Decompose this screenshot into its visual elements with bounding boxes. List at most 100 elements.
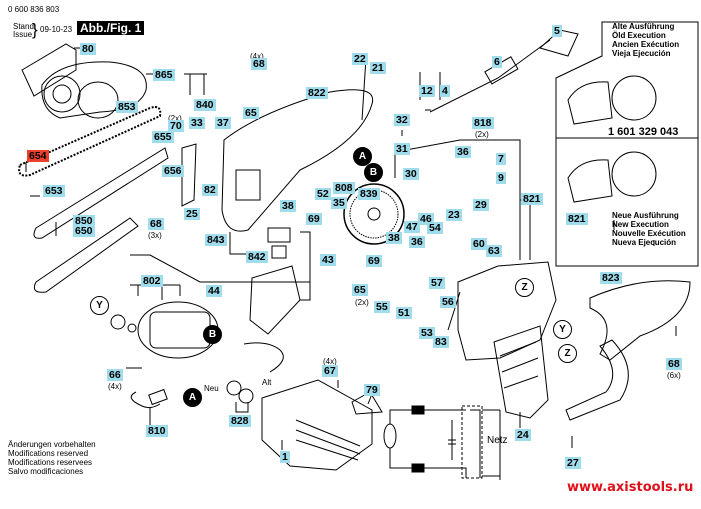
part-label-66[interactable]: 66 bbox=[107, 369, 123, 381]
part-label-5[interactable]: 5 bbox=[552, 25, 562, 37]
part-label-12[interactable]: 12 bbox=[419, 85, 435, 97]
tensioner-plate bbox=[181, 143, 197, 207]
part-label-865[interactable]: 865 bbox=[153, 69, 175, 81]
part-label-69[interactable]: 69 bbox=[306, 213, 322, 225]
part-label-37[interactable]: 37 bbox=[215, 117, 231, 129]
power-cable bbox=[429, 39, 551, 113]
part-label-818[interactable]: 818 bbox=[472, 117, 494, 129]
part-number: 0 600 836 803 bbox=[8, 5, 60, 14]
part-label-63[interactable]: 63 bbox=[486, 245, 502, 257]
part-label-65[interactable]: 65 bbox=[243, 107, 259, 119]
part-label-68-3x[interactable]: 68 bbox=[148, 218, 164, 230]
main-housing bbox=[221, 89, 374, 232]
part-label-56[interactable]: 56 bbox=[440, 296, 456, 308]
part-label-23[interactable]: 23 bbox=[446, 209, 462, 221]
note-fr: Modifications reservees bbox=[8, 458, 93, 467]
part-label-68-6x[interactable]: 68 bbox=[666, 358, 682, 370]
part-label-1[interactable]: 1 bbox=[280, 451, 290, 463]
part-label-7[interactable]: 7 bbox=[496, 153, 506, 165]
part-label-44[interactable]: 44 bbox=[206, 285, 222, 297]
part-label-802[interactable]: 802 bbox=[141, 275, 163, 287]
part-label-822[interactable]: 822 bbox=[306, 87, 328, 99]
part-label-65-2x[interactable]: 65 bbox=[352, 284, 368, 296]
part-label-70[interactable]: 70 bbox=[168, 120, 184, 132]
part-label-821-inset[interactable]: 821 bbox=[566, 213, 588, 225]
part-label-36[interactable]: 36 bbox=[455, 146, 471, 158]
part-label-6[interactable]: 6 bbox=[492, 56, 502, 68]
part-label-68-4x[interactable]: 68 bbox=[251, 58, 267, 70]
part-label-650[interactable]: 650 bbox=[73, 225, 95, 237]
part-label-31[interactable]: 31 bbox=[394, 143, 410, 155]
part-label-9[interactable]: 9 bbox=[496, 172, 506, 184]
part-label-83[interactable]: 83 bbox=[433, 336, 449, 348]
part-label-67[interactable]: 67 bbox=[322, 365, 338, 377]
quantity-6x: (6x) bbox=[667, 371, 681, 380]
part-label-51[interactable]: 51 bbox=[396, 307, 412, 319]
issue-date: 09-10-23 bbox=[40, 25, 73, 34]
part-label-82[interactable]: 82 bbox=[202, 184, 218, 196]
quantity-2x-65: (2x) bbox=[355, 298, 369, 307]
part-label-840[interactable]: 840 bbox=[194, 99, 216, 111]
part-label-36-b[interactable]: 36 bbox=[409, 236, 425, 248]
oil-cap bbox=[267, 227, 291, 243]
handle-tube bbox=[565, 339, 629, 421]
part-label-654[interactable]: 654 bbox=[27, 150, 49, 162]
part-label-25[interactable]: 25 bbox=[184, 208, 200, 220]
callout-y-cover: Y bbox=[553, 320, 572, 339]
quantity-4x-68: (4x) bbox=[250, 52, 264, 61]
part-label-653[interactable]: 653 bbox=[43, 185, 65, 197]
part-label-57[interactable]: 57 bbox=[429, 277, 445, 289]
part-label-43[interactable]: 43 bbox=[320, 254, 336, 266]
neu-label: Neu bbox=[204, 384, 219, 393]
part-label-47[interactable]: 47 bbox=[404, 221, 420, 233]
part-label-828[interactable]: 828 bbox=[229, 415, 251, 427]
part-label-808[interactable]: 808 bbox=[333, 182, 355, 194]
part-label-33[interactable]: 33 bbox=[189, 117, 205, 129]
new-execution-es: Nueva Ejecución bbox=[612, 238, 677, 247]
part-label-655[interactable]: 655 bbox=[152, 131, 174, 143]
part-label-850[interactable]: 850 bbox=[73, 215, 95, 227]
part-label-839[interactable]: 839 bbox=[358, 188, 380, 200]
saw-chain bbox=[18, 106, 162, 177]
part-label-810[interactable]: 810 bbox=[146, 425, 168, 437]
part-label-4[interactable]: 4 bbox=[440, 85, 450, 97]
part-label-38-b[interactable]: 38 bbox=[386, 232, 402, 244]
part-label-30[interactable]: 30 bbox=[403, 168, 419, 180]
old-execution-fr: Ancien Exécution bbox=[612, 40, 680, 49]
part-label-80[interactable]: 80 bbox=[80, 43, 96, 55]
part-label-823[interactable]: 823 bbox=[600, 272, 622, 284]
part-label-60[interactable]: 60 bbox=[471, 238, 487, 250]
part-label-55[interactable]: 55 bbox=[374, 301, 390, 313]
quantity-4x-66: (4x) bbox=[108, 382, 122, 391]
issue-label: Issue bbox=[13, 30, 33, 39]
new-execution-de: Neue Ausführung bbox=[612, 211, 679, 220]
part-label-27[interactable]: 27 bbox=[565, 457, 581, 469]
part-label-29[interactable]: 29 bbox=[473, 199, 489, 211]
part-label-24[interactable]: 24 bbox=[515, 429, 531, 441]
part-label-22[interactable]: 22 bbox=[352, 53, 368, 65]
netz-label: Netz bbox=[487, 435, 508, 446]
part-label-69-b[interactable]: 69 bbox=[366, 255, 382, 267]
right-housing bbox=[457, 261, 557, 361]
watermark-link[interactable]: www.axistools.ru bbox=[567, 480, 694, 495]
part-label-53[interactable]: 53 bbox=[419, 327, 435, 339]
old-execution-de: Alte Ausführung bbox=[612, 22, 675, 31]
note-de: Änderungen vorbehalten bbox=[8, 440, 96, 449]
part-label-853[interactable]: 853 bbox=[116, 101, 138, 113]
part-label-821[interactable]: 821 bbox=[521, 193, 543, 205]
part-label-38[interactable]: 38 bbox=[280, 200, 296, 212]
brace-icon: } bbox=[32, 20, 38, 39]
part-label-52[interactable]: 52 bbox=[315, 188, 331, 200]
part-label-54[interactable]: 54 bbox=[427, 222, 443, 234]
part-label-35[interactable]: 35 bbox=[331, 197, 347, 209]
part-label-843[interactable]: 843 bbox=[205, 234, 227, 246]
callout-a-motor: A bbox=[183, 388, 202, 407]
quantity-2x-818: (2x) bbox=[475, 130, 489, 139]
part-label-842[interactable]: 842 bbox=[246, 251, 268, 263]
part-label-21[interactable]: 21 bbox=[370, 62, 386, 74]
callout-b-top: B bbox=[364, 163, 383, 182]
part-label-656[interactable]: 656 bbox=[162, 165, 184, 177]
part-label-32[interactable]: 32 bbox=[394, 114, 410, 126]
part-label-79[interactable]: 79 bbox=[364, 384, 380, 396]
